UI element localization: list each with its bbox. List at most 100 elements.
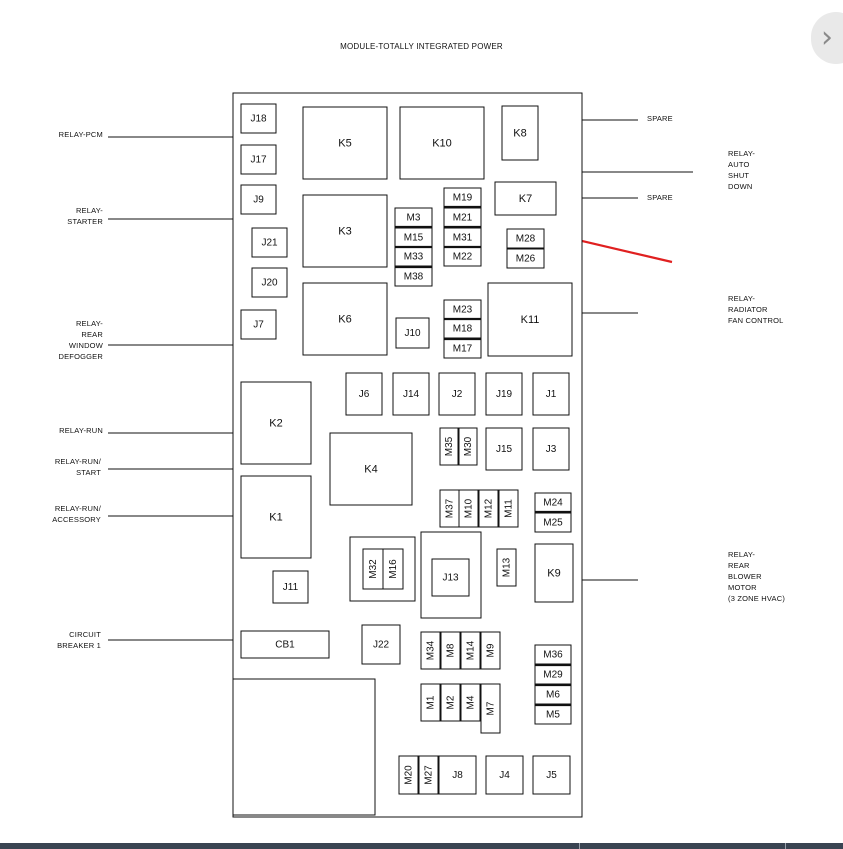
j3-box — [532, 427, 570, 471]
m18-component: M18 — [443, 318, 482, 339]
k7-box — [494, 181, 557, 216]
m17-component: M17 — [443, 338, 482, 359]
k5-label: K5 — [338, 137, 351, 149]
cb1-label: CB1 — [275, 640, 295, 651]
m9-label: M9 — [486, 643, 497, 657]
label-line: WINDOW — [69, 341, 104, 350]
k11-box — [487, 282, 573, 357]
j14-label: J14 — [403, 389, 420, 400]
m22-component: M22 — [443, 246, 482, 267]
m17-label: M17 — [453, 344, 473, 355]
m8-label: M8 — [446, 643, 457, 657]
m2-box — [440, 683, 461, 722]
j9-label: J9 — [253, 195, 264, 206]
chevron-right-icon: › — [821, 20, 833, 55]
m13-box — [496, 548, 517, 587]
label-line: RELAY-RUN/ — [55, 504, 102, 513]
label-line: BLOWER — [728, 572, 762, 581]
j7-label: J7 — [253, 320, 264, 331]
m10-component: M10 — [458, 489, 479, 528]
m1-label: M1 — [426, 695, 437, 709]
m15-label: M15 — [404, 233, 424, 244]
label-line: CIRCUIT — [69, 630, 101, 639]
j5-box — [532, 755, 571, 795]
j21-box — [251, 227, 288, 258]
j9-box — [240, 184, 277, 215]
m20-box — [398, 755, 419, 795]
cb1-component: CB1 — [240, 630, 330, 659]
j8-component: J8 — [438, 755, 477, 795]
m7-label: M7 — [486, 701, 497, 715]
j21-component: J21 — [251, 227, 288, 258]
m14-box — [460, 631, 481, 670]
k4-label: K4 — [364, 463, 377, 475]
j8-label: J8 — [452, 770, 463, 781]
m27-label: M27 — [424, 765, 435, 785]
m32-label: M32 — [368, 559, 379, 579]
m26-component: M26 — [506, 248, 545, 269]
m35-box — [439, 427, 459, 466]
label-line: DOWN — [728, 182, 753, 191]
m3-label: M3 — [407, 213, 421, 224]
j1-box — [532, 372, 570, 416]
k8-box — [501, 105, 539, 161]
m26-label: M26 — [516, 254, 536, 265]
k5-box — [302, 106, 388, 180]
k10-component: K10 — [399, 106, 485, 180]
m13-component: M13 — [496, 548, 517, 587]
m31-label: M31 — [453, 233, 473, 244]
label-line: SHUT — [728, 171, 749, 180]
j17-label: J17 — [250, 155, 267, 166]
k8-label: K8 — [513, 127, 526, 139]
m5-label: M5 — [546, 710, 560, 721]
j13-label: J13 — [442, 573, 459, 584]
j7-box — [240, 309, 277, 340]
k7-component: K7 — [494, 181, 557, 216]
m29-component: M29 — [534, 664, 572, 685]
m33-component: M33 — [394, 246, 433, 267]
m11-label: M11 — [504, 499, 515, 518]
j22-component: J22 — [361, 624, 401, 665]
m18-label: M18 — [453, 324, 473, 335]
m34-label: M34 — [426, 640, 437, 660]
k9-box — [534, 543, 574, 603]
j5-label: J5 — [546, 770, 557, 781]
k10-label: K10 — [432, 137, 452, 149]
m38-label: M38 — [404, 272, 424, 283]
label-line: MOTOR — [728, 583, 757, 592]
cb1-box — [240, 630, 330, 659]
m28-box — [506, 228, 545, 249]
k1-label: K1 — [269, 511, 282, 523]
j20-box — [251, 267, 288, 298]
j10-box — [395, 317, 430, 349]
j4-label: J4 — [499, 770, 510, 781]
m3-component: M3 — [394, 207, 433, 228]
m28-component: M28 — [506, 228, 545, 249]
m35-label: M35 — [444, 436, 455, 456]
m6-component: M6 — [534, 684, 572, 705]
k8-component: K8 — [501, 105, 539, 161]
label-line: RELAY- — [728, 294, 755, 303]
label-line: REAR — [81, 330, 103, 339]
m14-component: M14 — [460, 631, 481, 670]
k1-box — [240, 475, 312, 559]
k11-component: K11 — [487, 282, 573, 357]
m7-component: M7 — [480, 683, 501, 734]
j18-box — [240, 103, 277, 134]
j19-label: J19 — [496, 389, 513, 400]
m2-component: M2 — [440, 683, 461, 722]
label-spare-k7: SPARE — [647, 193, 673, 202]
next-image-button[interactable]: › — [811, 12, 843, 64]
label-line: DEFOGGER — [58, 352, 103, 361]
m12-box — [478, 489, 499, 528]
m32-component: M32 — [362, 548, 384, 590]
m37-component: M37 — [439, 489, 460, 528]
j13-box — [431, 558, 470, 597]
m19-label: M19 — [453, 193, 473, 204]
label-line: START — [76, 468, 101, 477]
m12-label: M12 — [484, 498, 495, 518]
j14-component: J14 — [392, 372, 430, 416]
k9-component: K9 — [534, 543, 574, 603]
k4-component: K4 — [329, 432, 413, 506]
